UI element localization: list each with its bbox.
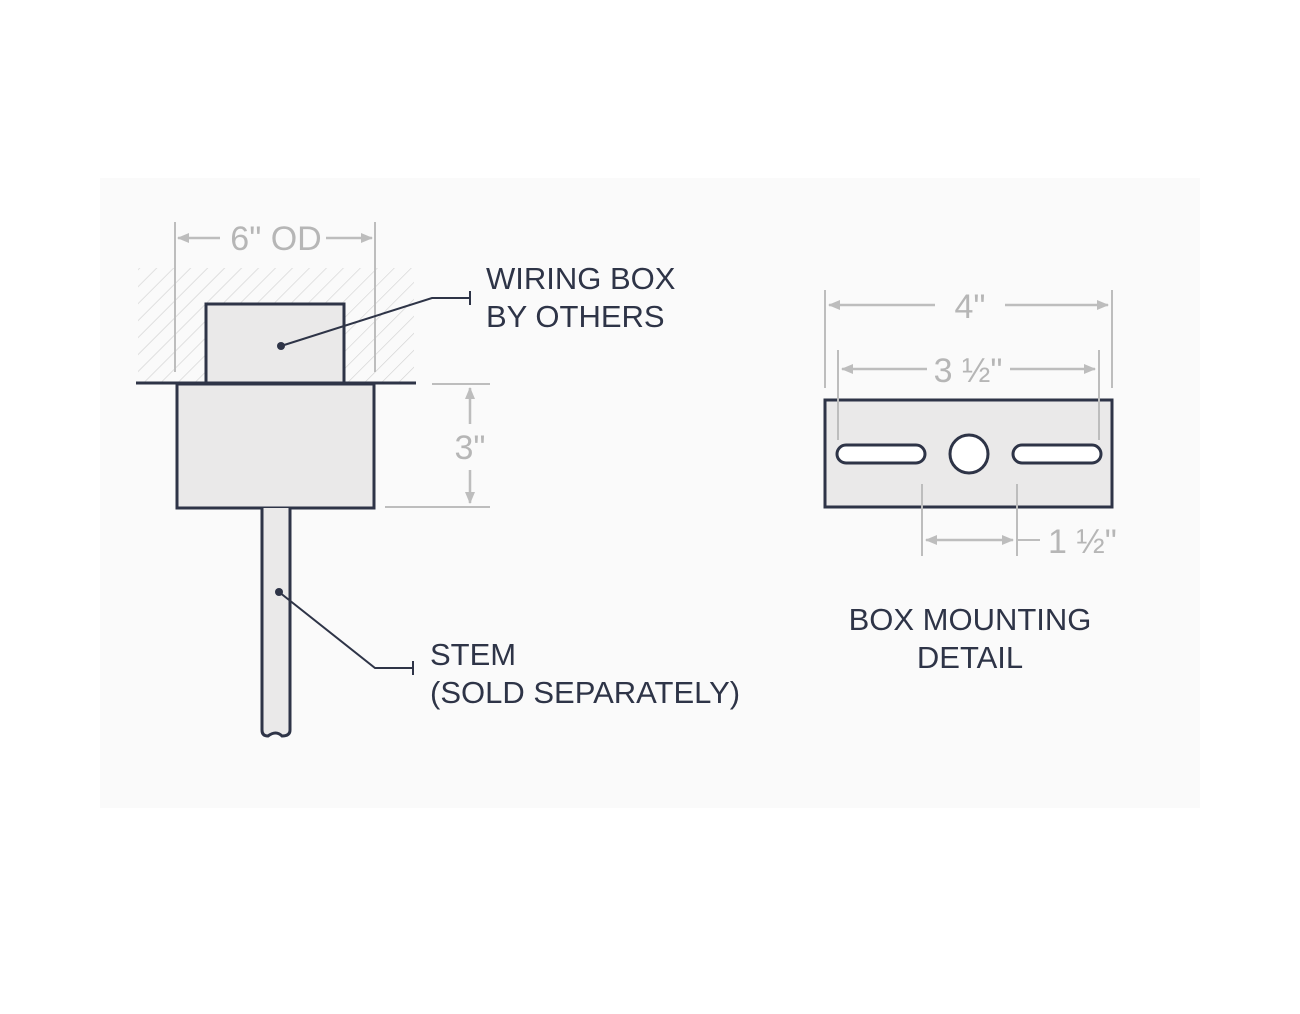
outer-dimension-label: 4" xyxy=(955,288,986,326)
canopy xyxy=(175,382,376,510)
od-dimension-label: 6" OD xyxy=(230,220,321,258)
slot-left xyxy=(835,443,927,465)
slot-dimension-label: 3 ½" xyxy=(934,352,1003,390)
center-hole xyxy=(948,433,990,475)
stem-leader xyxy=(278,591,413,669)
stem-label-line-2: (SOLD SEPARATELY) xyxy=(430,675,740,710)
center-dimension-label: 1 ½" xyxy=(1048,523,1117,561)
wiring-box-leader xyxy=(280,297,470,347)
stem-label-line-1: STEM xyxy=(430,637,516,672)
wiring-box-label-line-1: WIRING BOX xyxy=(486,261,676,296)
detail-title-line-2: DETAIL xyxy=(917,640,1023,675)
height-dimension-label: 3" xyxy=(455,429,486,467)
mount-detail: 4" 3 ½" 1 ½" BOX MOUNTING DETAIL xyxy=(823,288,1117,675)
slot-right xyxy=(1011,443,1103,465)
wiring-box-label-line-2: BY OTHERS xyxy=(486,299,665,334)
stem xyxy=(260,508,292,738)
detail-title-line-1: BOX MOUNTING xyxy=(849,602,1092,637)
side-view: 6" OD 3" WIRING BOX BY OTHERS STEM (SOLD… xyxy=(136,220,740,738)
wiring-box xyxy=(204,302,346,386)
